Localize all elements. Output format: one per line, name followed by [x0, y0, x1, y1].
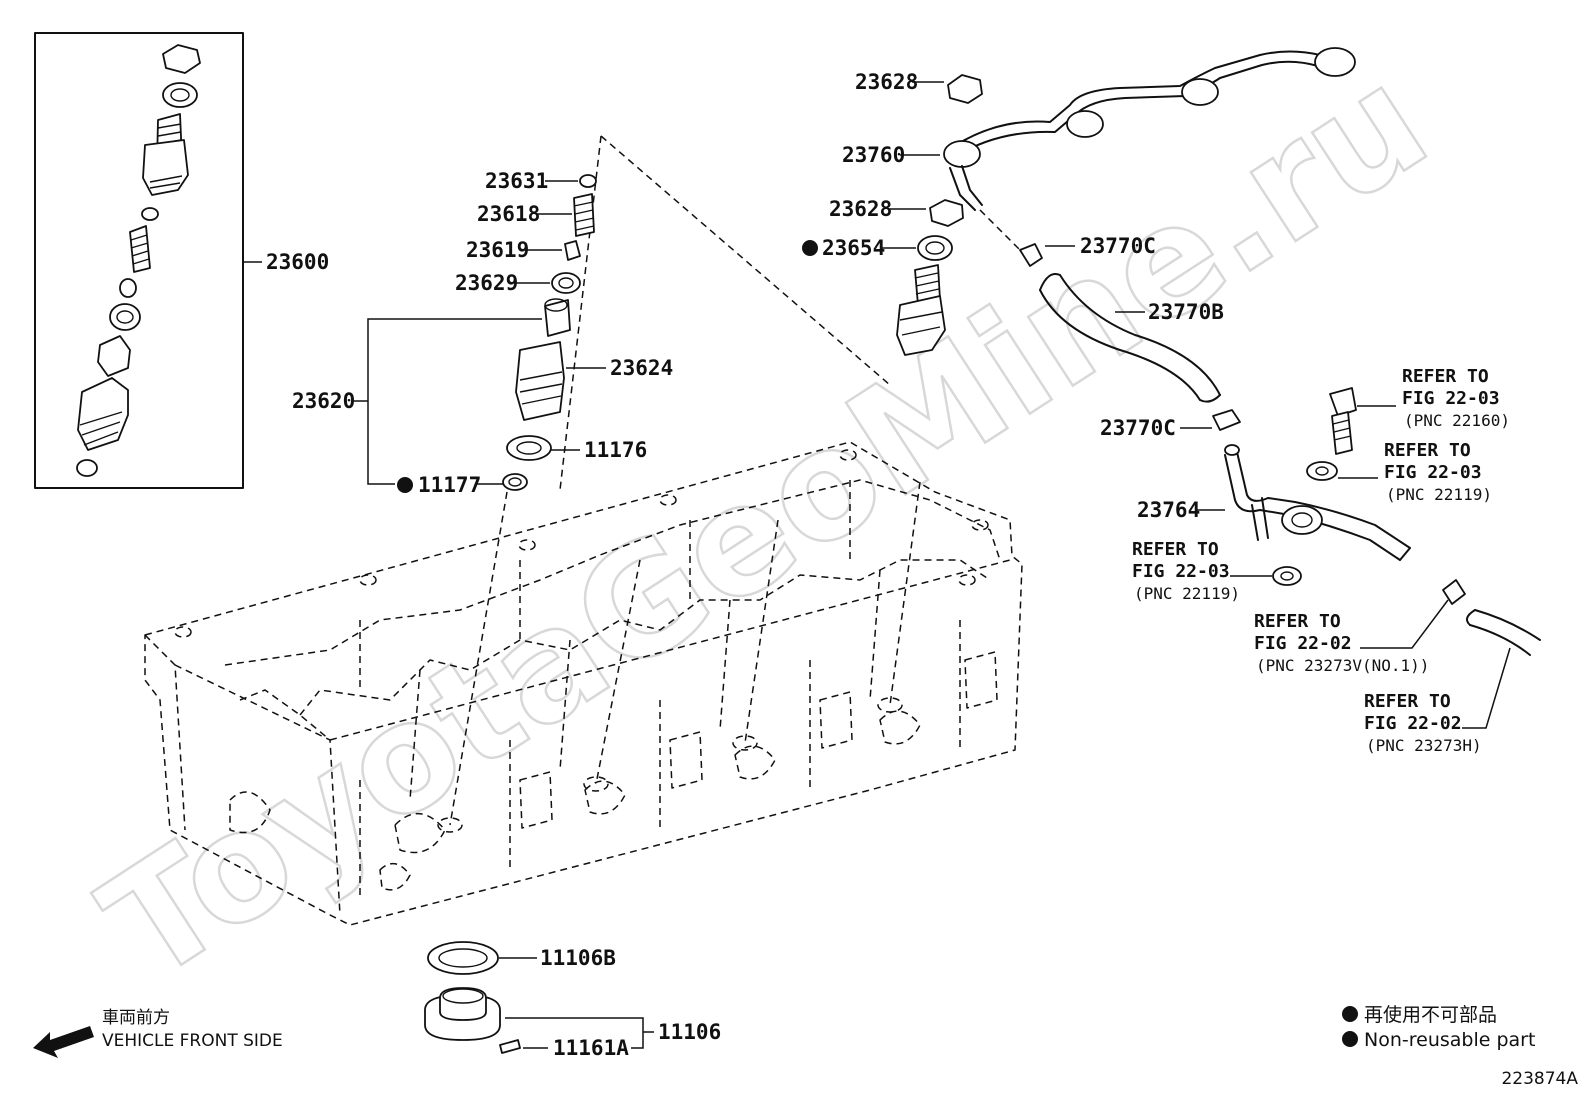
- part-number-23629: 23629: [455, 271, 518, 295]
- cylinder-head-phantom: [144, 441, 1023, 926]
- refer-label: REFER TO: [1254, 611, 1341, 632]
- part-number-11176: 11176: [584, 438, 647, 462]
- part-number-11106: 11106: [658, 1020, 721, 1044]
- figure-id: 223874A: [1501, 1069, 1578, 1089]
- non-reusable-marker-11177: [397, 477, 413, 493]
- legend-dot-icon: [1342, 1006, 1358, 1022]
- refer-fig: FIG 22-03: [1384, 462, 1482, 483]
- non-reusable-marker-23654: [802, 240, 818, 256]
- refer-pnc: (PNC 22160): [1404, 411, 1510, 430]
- refer-fig: FIG 22-02: [1364, 713, 1462, 734]
- nozzle-holder-exploded: 23631 23618 23619 23629 23624 11176 1117…: [292, 135, 891, 497]
- refer-pnc: (PNC 23273V(NO.1)): [1256, 656, 1429, 675]
- part-number-11106b: 11106B: [540, 946, 616, 970]
- part-number-23770c-bottom: 23770C: [1100, 416, 1176, 440]
- refer-label: REFER TO: [1384, 440, 1471, 461]
- refer-callout-23273h: REFER TO FIG 22-02 (PNC 23273H): [1364, 647, 1511, 755]
- part-number-23628-mid: 23628: [829, 197, 892, 221]
- front-label-en: VEHICLE FRONT SIDE: [102, 1031, 283, 1051]
- part-number-11161a: 11161A: [553, 1036, 629, 1060]
- part-number-23628-top: 23628: [855, 70, 918, 94]
- part-number-23770b: 23770B: [1148, 300, 1224, 324]
- part-number-23631: 23631: [485, 169, 548, 193]
- part-number-23624: 23624: [610, 356, 673, 380]
- leakage-hoses: 23770C 23770B 23770C 23764: [979, 209, 1541, 656]
- part-number-23600: 23600: [266, 250, 329, 274]
- watermark: ToyotaGeoMine.ru: [75, 34, 1456, 1015]
- part-number-23620: 23620: [292, 389, 355, 413]
- part-number-11177: 11177: [418, 473, 481, 497]
- part-number-23770c-top: 23770C: [1080, 234, 1156, 258]
- part-number-23654: 23654: [822, 236, 885, 260]
- refer-label: REFER TO: [1402, 366, 1489, 387]
- front-arrow-icon: [33, 1026, 94, 1058]
- refer-pnc: (PNC 23273H): [1366, 736, 1482, 755]
- vehicle-front-indicator: 車両前方 VEHICLE FRONT SIDE: [33, 1008, 283, 1058]
- refer-pnc: (PNC 22119): [1386, 485, 1492, 504]
- refer-callout-23273v: REFER TO FIG 22-02 (PNC 23273V(NO.1)): [1254, 599, 1449, 675]
- part-number-23760: 23760: [842, 143, 905, 167]
- refer-callout-22119-lower: REFER TO FIG 22-03 (PNC 22119): [1132, 539, 1272, 603]
- part-number-23764: 23764: [1137, 498, 1200, 522]
- refer-callout-22119-upper: REFER TO FIG 22-03 (PNC 22119): [1338, 440, 1492, 504]
- legend-dot-icon: [1342, 1031, 1358, 1047]
- injector-assembly-exploded: 23600: [34, 32, 329, 489]
- legend: 再使用不可部品 Non-reusable part: [1342, 1004, 1535, 1051]
- refer-label: REFER TO: [1364, 691, 1451, 712]
- part-number-23619: 23619: [466, 238, 529, 262]
- front-label-jp: 車両前方: [102, 1008, 170, 1028]
- refer-fig: FIG 22-02: [1254, 633, 1352, 654]
- legend-en: Non-reusable part: [1364, 1029, 1535, 1051]
- legend-jp: 再使用不可部品: [1364, 1004, 1497, 1026]
- refer-label: REFER TO: [1132, 539, 1219, 560]
- refer-fig: FIG 22-03: [1132, 561, 1230, 582]
- part-number-23618: 23618: [477, 202, 540, 226]
- injection-pipes: 23628 23760 23628 23654: [802, 47, 1356, 356]
- refer-fig: FIG 22-03: [1402, 388, 1500, 409]
- refer-callout-22160: REFER TO FIG 22-03 (PNC 22160): [1357, 366, 1510, 430]
- refer-pnc: (PNC 22119): [1134, 584, 1240, 603]
- cup-plug-group: 11106B 11161A 11106: [424, 941, 721, 1060]
